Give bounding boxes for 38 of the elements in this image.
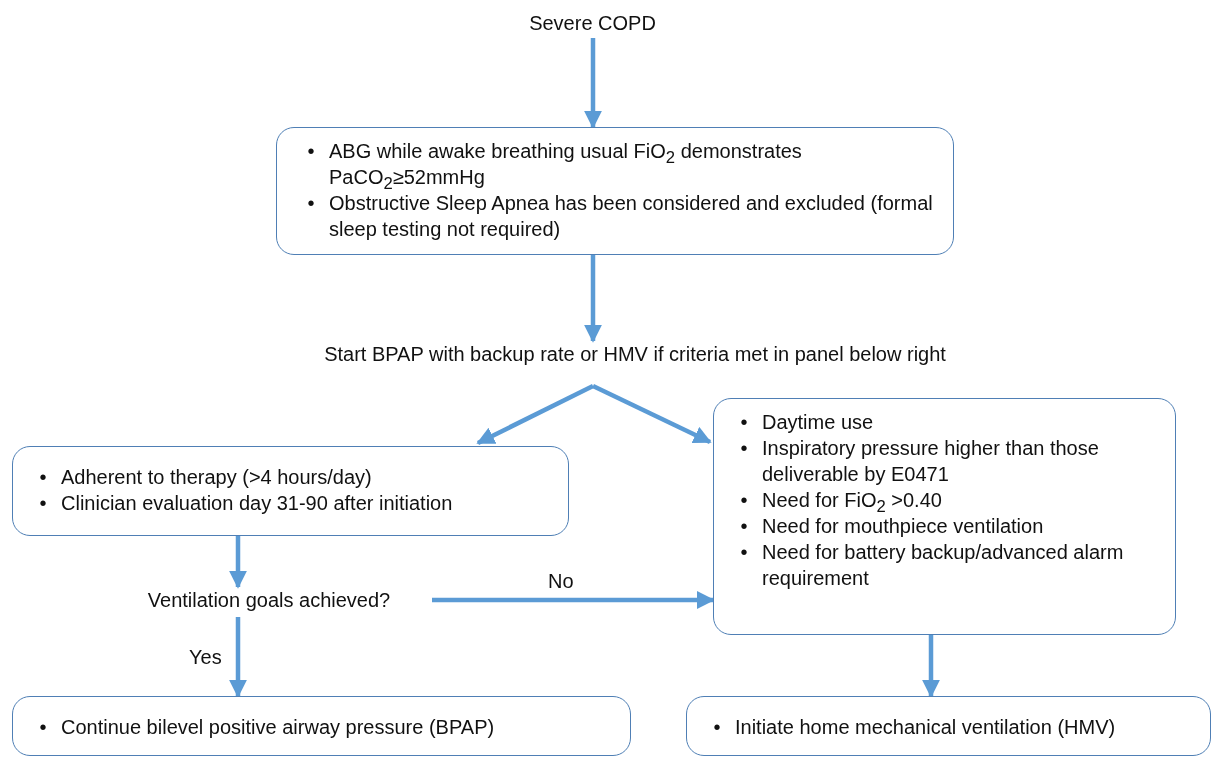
decision-text: Start BPAP with backup rate or HMV if criteria met in panel below right xyxy=(240,341,1030,369)
hmv-criteria-box xyxy=(713,398,1176,635)
bullet-text: Need for mouthpiece ventilation xyxy=(762,514,1044,539)
bullet-marker: • xyxy=(739,488,749,513)
bullet-text: Clinician evaluation day 31-90 after initiation xyxy=(61,491,453,516)
bullet-text: Need for FiO$_{2}$ >0.40 xyxy=(762,488,942,513)
question-text: Ventilation goals achieved? xyxy=(108,587,430,615)
bullet-text: Daytime use xyxy=(762,410,874,435)
bullet-marker: • xyxy=(306,139,316,164)
arrow xyxy=(922,635,940,698)
arrow xyxy=(584,255,602,343)
bullet-text: Inspiratory pressure higher than those deliverable by E0471 xyxy=(762,436,1100,487)
bullet-text: Obstructive Sleep Apnea has been considered and excluded (formal sleep testing not required) xyxy=(329,191,934,242)
bullet-text: ABG while awake breathing usual FiO$_{2}$ demonstrates PaCO$_{2}$≥52mmHg xyxy=(329,139,803,190)
followup-box xyxy=(12,446,569,536)
arrow xyxy=(476,384,594,445)
bullet-marker: • xyxy=(739,540,749,565)
bullet-marker: • xyxy=(38,491,48,516)
bullet-text: Continue bilevel positive airway pressure (BPAP) xyxy=(61,715,495,740)
arrow xyxy=(584,38,602,129)
start-text: Severe COPD xyxy=(505,10,680,38)
bullet-marker: • xyxy=(712,715,722,740)
arrow xyxy=(229,536,247,589)
arrow xyxy=(432,591,715,609)
arrow xyxy=(592,383,712,445)
arrow xyxy=(229,617,247,698)
bullet-marker: • xyxy=(739,410,749,435)
criteria-box xyxy=(276,127,954,255)
bullet-marker: • xyxy=(38,465,48,490)
outcome-box xyxy=(686,696,1211,756)
bullet-marker: • xyxy=(306,191,316,216)
bullet-marker: • xyxy=(739,514,749,539)
bullet-text: Adherent to therapy (>4 hours/day) xyxy=(61,465,372,490)
bullet-text: Initiate home mechanical ventilation (HMV) xyxy=(735,715,1116,740)
bullet-marker: • xyxy=(38,715,48,740)
outcome-box xyxy=(12,696,631,756)
bullet-marker: • xyxy=(739,436,749,461)
bullet-text: Need for battery backup/advanced alarm requirement xyxy=(762,540,1125,591)
